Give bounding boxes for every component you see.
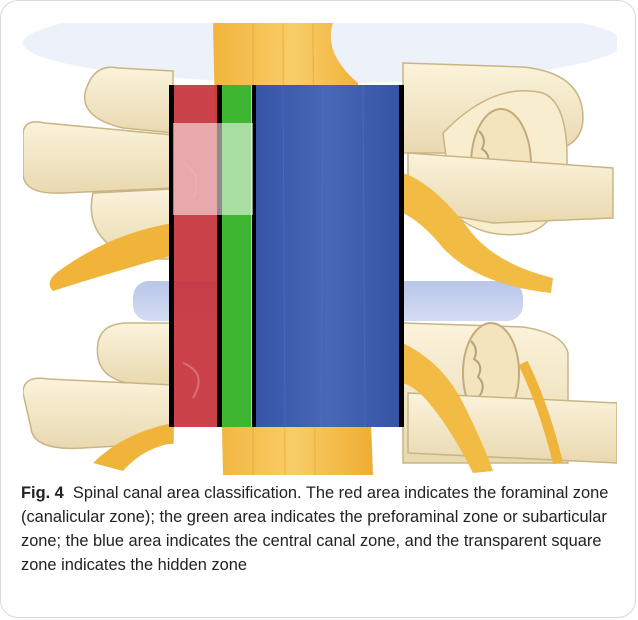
hidden-zone	[173, 123, 253, 215]
figure-caption: Fig. 4 Spinal canal area classification.…	[21, 481, 621, 577]
central-canal-zone	[255, 85, 401, 427]
spine-illustration	[23, 23, 617, 475]
figure-label: Fig. 4	[21, 484, 64, 502]
figure-caption-text: Spinal canal area classification. The re…	[21, 484, 608, 574]
